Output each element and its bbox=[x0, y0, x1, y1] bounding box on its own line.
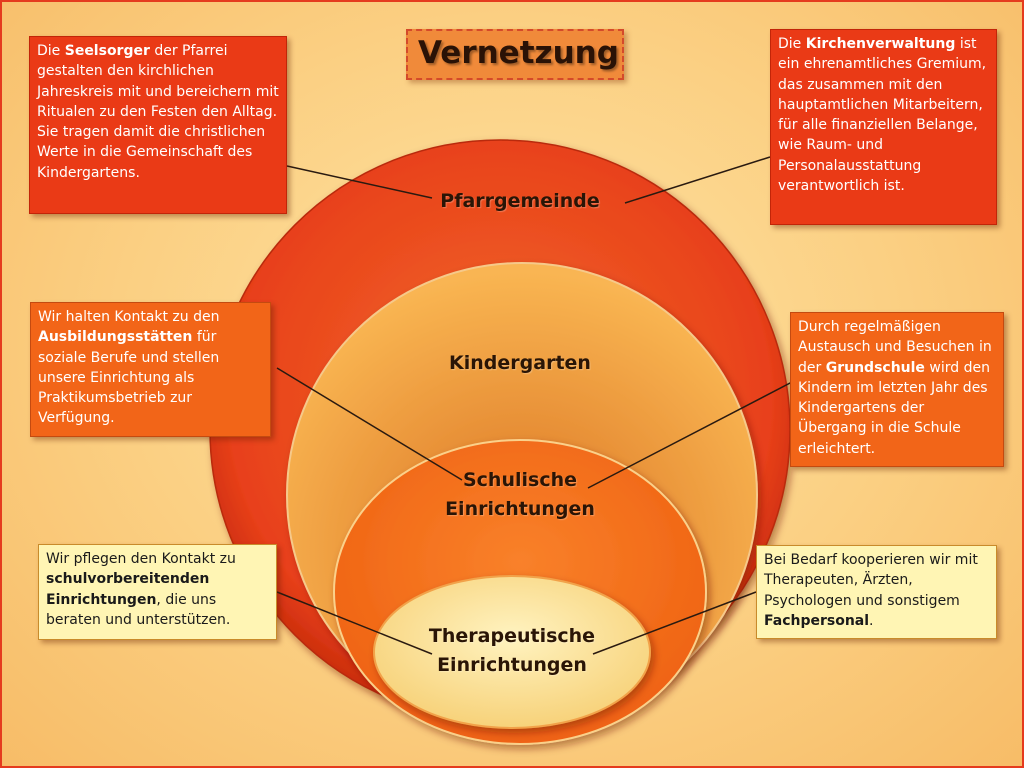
note-kirchenverwaltung: Die Kirchenverwaltung ist ein ehrenamtli… bbox=[770, 29, 997, 225]
connector-grundschule bbox=[587, 380, 795, 489]
note-schulvorbereitend-post: , die uns beraten und unterstützen. bbox=[46, 591, 231, 628]
label-therapeutische-line1: Therapeutische bbox=[428, 625, 596, 647]
note-fachpersonal: Bei Bedarf kooperieren wir mit Therapeut… bbox=[756, 545, 997, 639]
label-therapeutische: Therapeutische Einrichtungen bbox=[412, 622, 612, 680]
note-seelsorger: Die Seelsorger der Pfarrei gestalten den… bbox=[29, 36, 287, 214]
connector-fachpersonal bbox=[592, 591, 757, 655]
note-ausbildung-post: für soziale Berufe und stellen unsere Ei… bbox=[38, 329, 220, 427]
note-ausbildung-bold: Ausbildungsstätten bbox=[38, 329, 193, 346]
note-grundschule-bold: Grundschule bbox=[825, 359, 925, 376]
note-schulvorbereitend-bold: schulvorbereitenden Einrichtungen bbox=[46, 571, 210, 608]
note-kirchenverwaltung-post: ist ein ehrenamtliches Gremium, das zusa… bbox=[778, 36, 987, 195]
connector-seelsorger bbox=[286, 165, 433, 199]
label-schulische-line2: Einrichtungen bbox=[445, 498, 595, 520]
note-kirchenverwaltung-bold: Kirchenverwaltung bbox=[805, 36, 956, 52]
note-fachpersonal-pre: Bei Bedarf kooperieren wir mit Therapeut… bbox=[764, 552, 978, 609]
connector-ausbildung bbox=[276, 367, 463, 481]
circle-therapeutische bbox=[373, 575, 651, 729]
label-schulische: Schulische Einrichtungen bbox=[420, 466, 620, 524]
note-ausbildung-pre: Wir halten Kontakt zu den bbox=[38, 309, 220, 325]
label-kindergarten-text: Kindergarten bbox=[449, 352, 591, 374]
note-grundschule-post: wird den Kindern im letzten Jahr des Kin… bbox=[798, 359, 990, 457]
note-grundschule-pre: Durch regelmäßigen Austausch und Besuche… bbox=[798, 319, 992, 376]
note-fachpersonal-post: . bbox=[869, 612, 874, 629]
page-title: Vernetzung bbox=[418, 35, 619, 71]
note-fachpersonal-bold: Fachpersonal bbox=[764, 612, 870, 629]
connector-schulvorbereitend bbox=[276, 591, 433, 655]
connector-kirchenverwaltung bbox=[624, 156, 771, 204]
note-schulvorbereitend: Wir pflegen den Kontakt zu schulvorberei… bbox=[38, 544, 277, 640]
note-kirchenverwaltung-pre: Die bbox=[778, 36, 806, 52]
note-grundschule: Durch regelmäßigen Austausch und Besuche… bbox=[790, 312, 1004, 467]
label-kindergarten: Kindergarten bbox=[420, 349, 620, 378]
note-schulvorbereitend-pre: Wir pflegen den Kontakt zu bbox=[46, 551, 236, 567]
title-box: Vernetzung bbox=[406, 29, 624, 80]
note-seelsorger-pre: Die bbox=[37, 43, 65, 59]
label-pfarrgemeinde: Pfarrgemeinde bbox=[420, 187, 620, 216]
note-seelsorger-post: der Pfarrei gestalten den kirchlichen Ja… bbox=[37, 43, 279, 181]
note-ausbildung: Wir halten Kontakt zu den Ausbildungsstä… bbox=[30, 302, 271, 437]
note-seelsorger-bold: Seelsorger bbox=[64, 43, 150, 59]
label-therapeutische-line2: Einrichtungen bbox=[437, 654, 587, 676]
label-pfarrgemeinde-text: Pfarrgemeinde bbox=[440, 190, 600, 212]
label-schulische-line1: Schulische bbox=[462, 469, 577, 491]
